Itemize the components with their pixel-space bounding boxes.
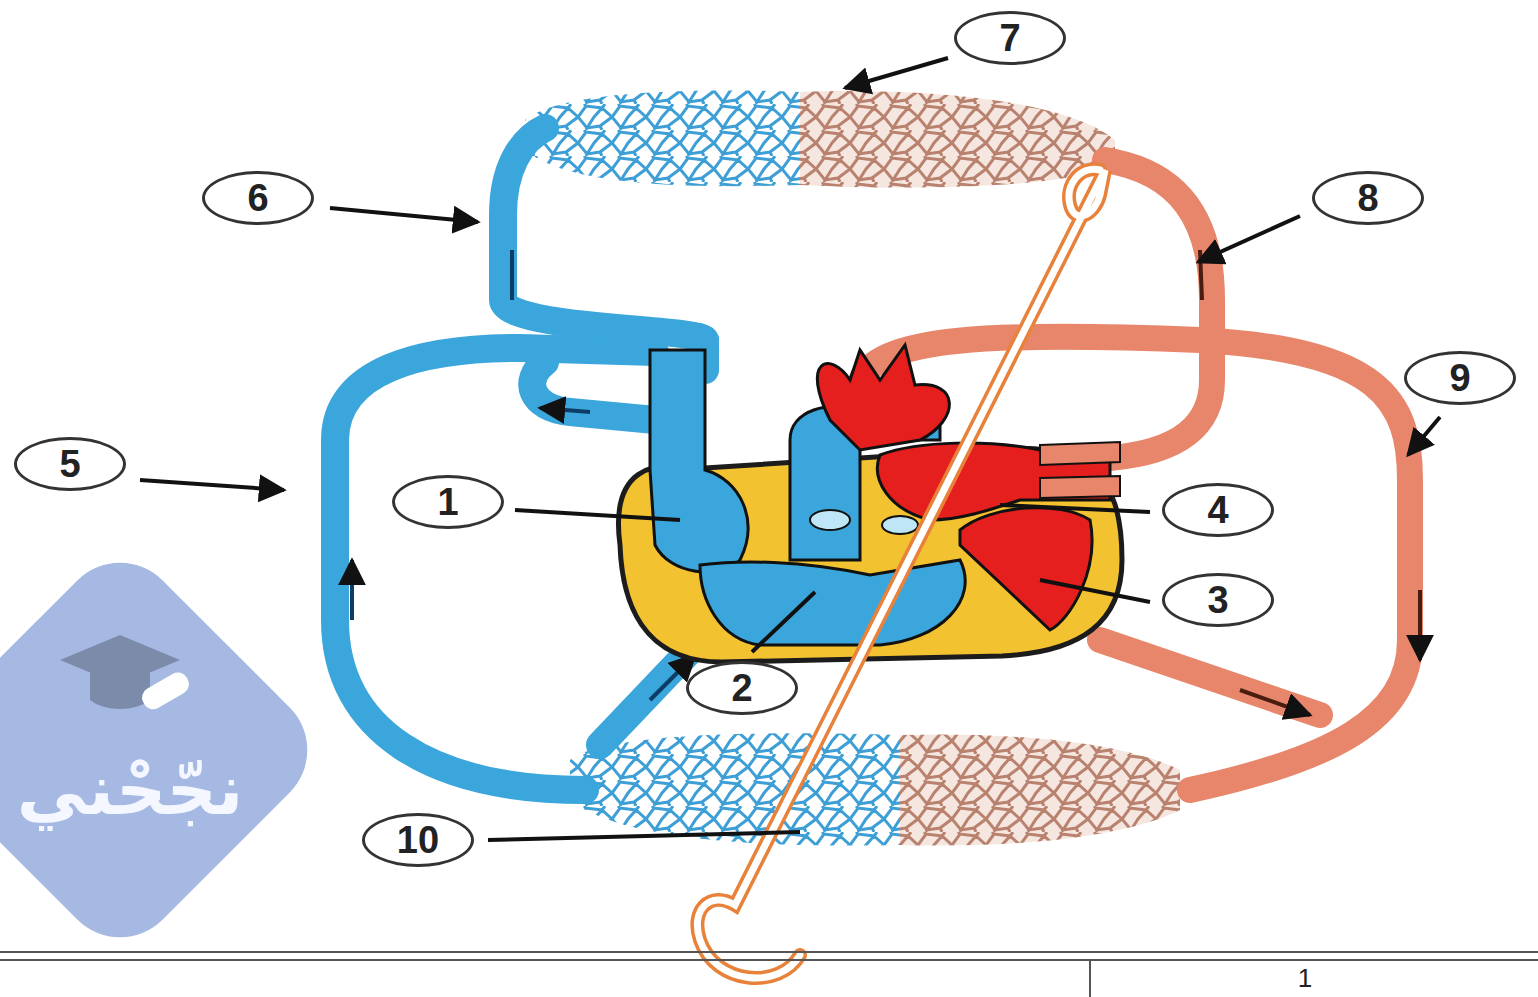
callout-number: 6 [202, 171, 314, 225]
table-cell: 1 [1298, 963, 1312, 994]
callout-number: 8 [1312, 171, 1424, 225]
callout-number: 1 [392, 475, 504, 529]
callout-number: 7 [954, 11, 1066, 65]
lung-capillaries [525, 90, 800, 186]
callout-number: 10 [362, 813, 474, 867]
callout-number: 3 [1162, 573, 1274, 627]
callout-number: 5 [14, 437, 126, 491]
body-capillaries [570, 733, 900, 845]
arteries [860, 160, 1410, 790]
callout-number: 9 [1404, 351, 1516, 405]
heart [618, 345, 1122, 662]
body-capillaries [900, 734, 1180, 845]
flow-arrows [1200, 250, 1420, 715]
callout-number: 2 [686, 661, 798, 715]
leader-line [140, 58, 1440, 840]
watermark-badge [0, 538, 332, 962]
table-border [0, 952, 1538, 997]
callout-number: 4 [1162, 483, 1274, 537]
hook-overlay [697, 169, 1105, 978]
watermark: نجّحْني [17, 749, 244, 831]
lung-capillaries [800, 91, 1115, 188]
